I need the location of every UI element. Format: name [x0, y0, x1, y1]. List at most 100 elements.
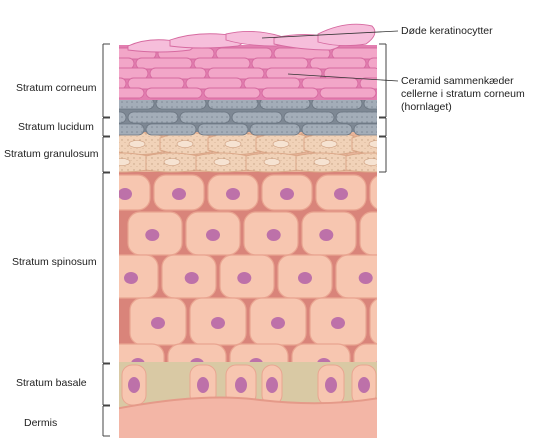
lucidum-texture [208, 98, 258, 109]
corneocyte [145, 87, 203, 99]
nucleus [172, 188, 186, 200]
label-stratum-spinosum: Stratum spinosum [12, 256, 97, 268]
lucidum-texture [336, 112, 377, 123]
nucleus [358, 272, 373, 284]
layer-brackets [102, 43, 110, 437]
nucleus [391, 317, 405, 329]
nucleus [128, 377, 140, 393]
corneocyte [193, 57, 251, 70]
corneocyte [119, 67, 149, 80]
nucleus [358, 377, 370, 393]
keratinocyte-flake [317, 23, 376, 47]
corneocyte [149, 67, 207, 80]
lucidum-texture [312, 98, 362, 109]
nucleus [124, 272, 138, 284]
callout-ceramide-line1: Ceramid sammenkæder [401, 75, 514, 87]
flattened-nucleus [176, 140, 194, 148]
nucleus [184, 272, 199, 284]
spinosum-cell [369, 298, 377, 345]
callout-ceramide: Ceramid sammenkæder cellerne i stratum c… [401, 75, 525, 114]
nucleus [298, 272, 312, 284]
nucleus [376, 360, 377, 368]
flattened-nucleus [272, 140, 290, 148]
nucleus [280, 188, 294, 200]
lucidum-texture [364, 98, 377, 109]
label-stratum-lucidum: Stratum lucidum [18, 121, 94, 133]
lucidum-texture [198, 124, 248, 135]
flattened-nucleus [313, 158, 331, 166]
flattened-nucleus [119, 158, 131, 166]
layer-brackets-right [379, 43, 387, 173]
nucleus [266, 377, 278, 393]
nucleus [206, 229, 220, 241]
spinosum-cell [369, 175, 377, 210]
corneocyte [251, 57, 309, 70]
nucleus [331, 317, 345, 329]
nucleus [237, 272, 252, 284]
corneocyte [265, 67, 323, 80]
nucleus [388, 188, 402, 200]
corneocyte [119, 77, 127, 90]
lucidum-texture [119, 124, 144, 135]
stratum-spinosum-cells [119, 174, 405, 382]
lucidum-texture [156, 98, 206, 109]
nucleus [226, 188, 240, 200]
corneocyte [309, 57, 367, 70]
corneocyte [243, 77, 301, 90]
corneocyte [319, 87, 377, 99]
corneocyte [331, 47, 377, 60]
nucleus [119, 188, 132, 200]
spinosum-cell [335, 254, 377, 299]
nucleus [266, 229, 281, 241]
flattened-nucleus [128, 140, 146, 148]
corneocyte [215, 47, 273, 60]
nucleus [151, 317, 165, 329]
lucidum-texture [302, 124, 352, 135]
corneocyte [323, 67, 377, 80]
corneocyte [207, 67, 265, 80]
spinosum-cell [119, 174, 151, 211]
keratohyalin-granules [352, 132, 377, 154]
lucidum-texture [250, 124, 300, 135]
corneocyte [359, 77, 377, 90]
nucleus [271, 317, 285, 329]
nucleus [319, 229, 334, 241]
corneocyte [119, 87, 145, 99]
nucleus [197, 377, 209, 393]
lucidum-texture [128, 112, 178, 123]
nucleus [334, 188, 348, 200]
lucidum-texture [119, 98, 154, 109]
nucleus [380, 229, 394, 241]
nucleus [235, 377, 247, 393]
corneocyte [301, 77, 359, 90]
nucleus [145, 229, 160, 241]
dead-keratinocyte-flakes [127, 23, 376, 53]
lucidum-texture [284, 112, 334, 123]
flattened-nucleus [163, 158, 181, 166]
label-stratum-corneum: Stratum corneum [16, 82, 97, 94]
spinosum-cell [359, 211, 377, 256]
flattened-nucleus [263, 158, 281, 166]
corneocyte [185, 77, 243, 90]
callout-ceramide-line3: (hornlaget) [401, 101, 452, 113]
lucidum-texture [180, 112, 230, 123]
label-stratum-granulosum: Stratum granulosum [4, 148, 99, 160]
lucidum-texture [260, 98, 310, 109]
callout-leaders [261, 30, 399, 82]
spinosum-cell [119, 254, 159, 299]
flattened-nucleus [320, 140, 338, 148]
corneocyte [390, 48, 446, 59]
label-dermis: Dermis [24, 417, 58, 429]
lucidum-texture [119, 112, 126, 123]
lucidum-texture [354, 124, 377, 135]
corneocyte [135, 57, 193, 70]
corneocyte [367, 57, 377, 70]
label-stratum-basale: Stratum basale [16, 377, 87, 389]
stratum-corneum-cells [119, 47, 446, 99]
nucleus [325, 377, 337, 393]
lucidum-texture [232, 112, 282, 123]
stratum-granulosum-cells [119, 132, 377, 173]
nucleus [211, 317, 225, 329]
corneocyte [261, 87, 319, 99]
